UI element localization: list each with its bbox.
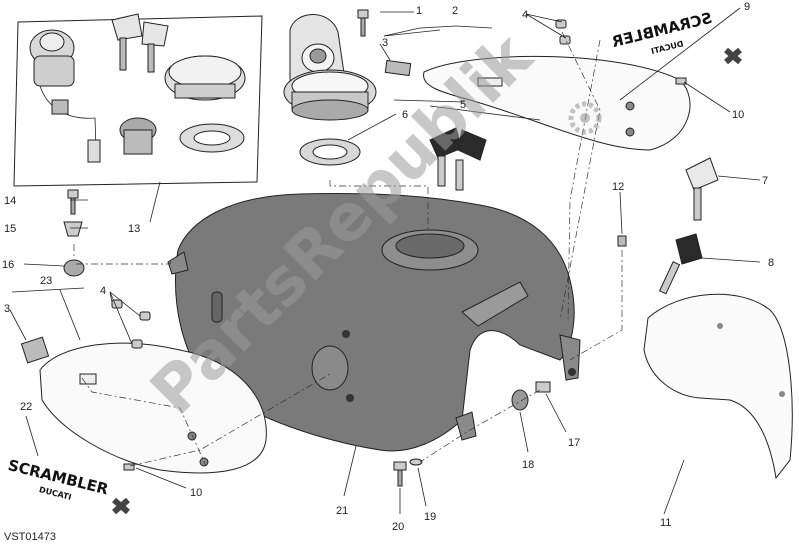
scrambler-badge-lower: SCRAMBLER DUCATI xyxy=(6,456,110,502)
callout-8: 8 xyxy=(768,257,774,269)
right-side-panel xyxy=(423,55,691,151)
callout-9: 9 xyxy=(744,1,750,13)
callout-7: 7 xyxy=(762,175,768,187)
callout-2: 2 xyxy=(452,5,458,17)
key-set-part-5 xyxy=(429,127,487,191)
assembly-lines xyxy=(73,31,623,467)
pad-part-3-upper xyxy=(384,59,412,77)
pad-part-3-lower xyxy=(20,336,50,364)
scrambler-badge-upper: SCRAMBLER DUCATI xyxy=(610,9,714,56)
key-part-7 xyxy=(685,157,719,221)
callout-16: 16 xyxy=(2,259,14,271)
callout-11: 11 xyxy=(660,517,671,529)
ignition-lock-inset xyxy=(13,13,263,187)
callout-20: 20 xyxy=(392,521,404,533)
callout-3-upper: 3 xyxy=(382,37,388,49)
callout-4-upper: 4 xyxy=(522,9,528,21)
tank-cover-part-11 xyxy=(643,293,793,480)
callout-labels: 1 2 3 4 5 6 7 8 9 10 11 12 13 14 15 16 1… xyxy=(2,1,774,533)
left-side-panel xyxy=(39,342,267,474)
bolt-part-20 xyxy=(393,461,407,487)
rubber-part-18 xyxy=(511,389,529,411)
rubber-mount-part-16 xyxy=(63,259,85,277)
washer-part-19 xyxy=(409,458,423,466)
bolt-part-14 xyxy=(67,189,79,215)
grommets-part-4-upper xyxy=(555,19,571,45)
callout-1: 1 xyxy=(416,5,422,17)
callout-6: 6 xyxy=(402,109,408,121)
callout-22: 22 xyxy=(20,401,32,413)
grommets-part-4-lower xyxy=(111,299,151,349)
drawing-code: VST01473 xyxy=(4,531,56,543)
callout-15: 15 xyxy=(4,223,16,235)
callout-10-lower: 10 xyxy=(190,487,202,499)
badge-cross-icon-upper xyxy=(724,47,742,65)
callout-4-lower: 4 xyxy=(100,285,106,297)
fuel-tank xyxy=(167,193,581,452)
screw-part-10-upper xyxy=(675,77,687,85)
screw-part-1 xyxy=(357,9,369,37)
callout-17: 17 xyxy=(568,437,580,449)
callout-19: 19 xyxy=(424,511,436,523)
callout-12: 12 xyxy=(612,181,624,193)
callout-21: 21 xyxy=(336,505,348,517)
callout-14: 14 xyxy=(4,195,16,207)
callout-18: 18 xyxy=(522,459,534,471)
badge-cross-icon-lower xyxy=(112,497,130,515)
watermark-gear-icon xyxy=(568,101,602,135)
screw-part-10-lower xyxy=(123,463,135,471)
callout-3-lower: 3 xyxy=(4,303,10,315)
key-part-8 xyxy=(658,233,703,295)
fuel-cap-assembly xyxy=(283,14,377,166)
spacer-part-17 xyxy=(535,381,551,393)
brand-sub-upper: DUCATI xyxy=(650,39,684,56)
clip-part-12 xyxy=(617,235,627,247)
callout-13: 13 xyxy=(128,223,140,235)
callout-23: 23 xyxy=(40,275,52,287)
callout-5: 5 xyxy=(460,99,466,111)
leader-lines xyxy=(9,7,761,515)
washer-part-15 xyxy=(63,221,83,237)
callout-10-upper: 10 xyxy=(732,109,744,121)
